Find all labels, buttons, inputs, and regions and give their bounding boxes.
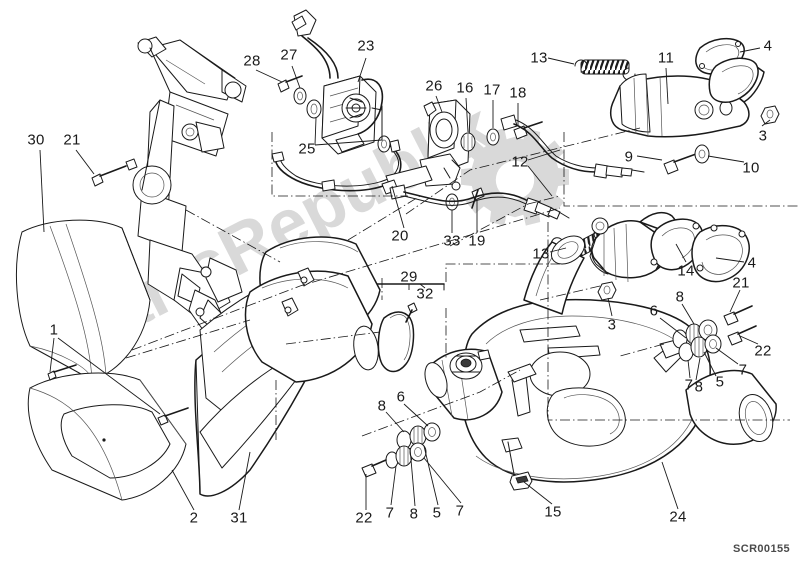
silencer-assembly: [424, 235, 777, 483]
mounting-bracket-15: [507, 441, 533, 491]
callout-label-18[interactable]: 18: [509, 84, 527, 102]
callout-label-10[interactable]: 10: [742, 159, 760, 177]
callout-label-4[interactable]: 4: [747, 254, 757, 272]
callout-label-7[interactable]: 7: [455, 502, 465, 520]
callout-label-7[interactable]: 7: [684, 376, 694, 394]
diagram-reference-code: SCR00155: [732, 543, 790, 555]
callout-label-30[interactable]: 30: [27, 131, 45, 149]
callout-label-24[interactable]: 24: [669, 508, 687, 526]
callout-label-11[interactable]: 11: [657, 49, 675, 67]
callout-label-12[interactable]: 12: [511, 153, 529, 171]
callout-label-8[interactable]: 8: [377, 397, 387, 415]
callout-label-23[interactable]: 23: [357, 37, 375, 55]
exhaust-gasket-right: [691, 224, 750, 283]
lower-heat-shield: [27, 372, 187, 501]
leader-lines: [39, 47, 771, 511]
callout-label-21[interactable]: 21: [732, 274, 750, 292]
lambda-sensor-upper: [500, 114, 645, 179]
fastener-25a: [306, 99, 322, 119]
callout-label-4[interactable]: 4: [763, 37, 773, 55]
callout-label-8[interactable]: 8: [409, 505, 419, 523]
fastener-28: [277, 75, 303, 93]
callout-label-13[interactable]: 13: [530, 49, 548, 67]
mount-cluster-left: [361, 422, 441, 478]
callout-label-20[interactable]: 20: [391, 227, 409, 245]
callout-label-3[interactable]: 3: [758, 127, 768, 145]
exhaust-valve-actuator: [291, 9, 384, 155]
callout-label-25[interactable]: 25: [298, 140, 316, 158]
construction-lines: [125, 127, 800, 440]
screw-1-lower: [157, 407, 189, 426]
callout-label-15[interactable]: 15: [544, 503, 562, 521]
exhaust-valve-cable: [271, 139, 402, 192]
callout-label-27[interactable]: 27: [280, 46, 298, 64]
callout-label-1[interactable]: 1: [49, 321, 59, 339]
callout-label-33[interactable]: 33: [443, 232, 461, 250]
callout-label-21[interactable]: 21: [63, 131, 81, 149]
callout-label-26[interactable]: 26: [425, 77, 443, 95]
bolt-9: [663, 153, 697, 175]
silencer-valve: [449, 349, 491, 380]
exhaust-flange-upper: [708, 57, 759, 104]
callout-label-13[interactable]: 13: [532, 245, 550, 263]
callout-label-29[interactable]: 29: [400, 268, 418, 286]
callout-label-6[interactable]: 6: [396, 388, 406, 406]
nut-3-mid: [597, 281, 617, 301]
callout-label-6[interactable]: 6: [649, 302, 659, 320]
callout-label-8[interactable]: 8: [694, 378, 704, 396]
bolt-21-left: [91, 158, 138, 187]
washer-10: [694, 144, 710, 164]
exhaust-spring-upper: [574, 59, 636, 81]
callout-label-31[interactable]: 31: [230, 509, 248, 527]
upper-heat-shield: [15, 219, 151, 381]
callout-label-3[interactable]: 3: [607, 316, 617, 334]
nut-3-upper: [760, 105, 780, 125]
callout-label-7[interactable]: 7: [738, 361, 748, 379]
actuator-bracket: [381, 99, 471, 195]
callout-label-9[interactable]: 9: [624, 148, 634, 166]
callout-label-7[interactable]: 7: [385, 504, 395, 522]
callout-label-2[interactable]: 2: [189, 509, 199, 527]
rear-subframe: [132, 36, 247, 336]
callout-label-5[interactable]: 5: [715, 373, 725, 391]
callout-label-19[interactable]: 19: [468, 232, 486, 250]
callout-label-14[interactable]: 14: [677, 262, 695, 280]
callout-label-5[interactable]: 5: [432, 504, 442, 522]
screw-1-upper: [47, 364, 77, 381]
fastener-25b: [377, 135, 391, 153]
vertical-exhaust-manifold: [589, 211, 704, 283]
mount-cluster-right: [672, 305, 757, 362]
callout-label-8[interactable]: 8: [675, 288, 685, 306]
callout-label-28[interactable]: 28: [243, 52, 261, 70]
callout-label-16[interactable]: 16: [456, 79, 474, 97]
callout-label-32[interactable]: 32: [416, 285, 434, 303]
fastener-27: [293, 87, 307, 105]
callout-label-17[interactable]: 17: [483, 81, 501, 99]
callout-label-22[interactable]: 22: [754, 342, 772, 360]
fastener-17: [486, 128, 500, 146]
fastener-16: [460, 132, 476, 152]
centre-canister: [244, 236, 381, 383]
callout-label-22[interactable]: 22: [355, 509, 373, 527]
